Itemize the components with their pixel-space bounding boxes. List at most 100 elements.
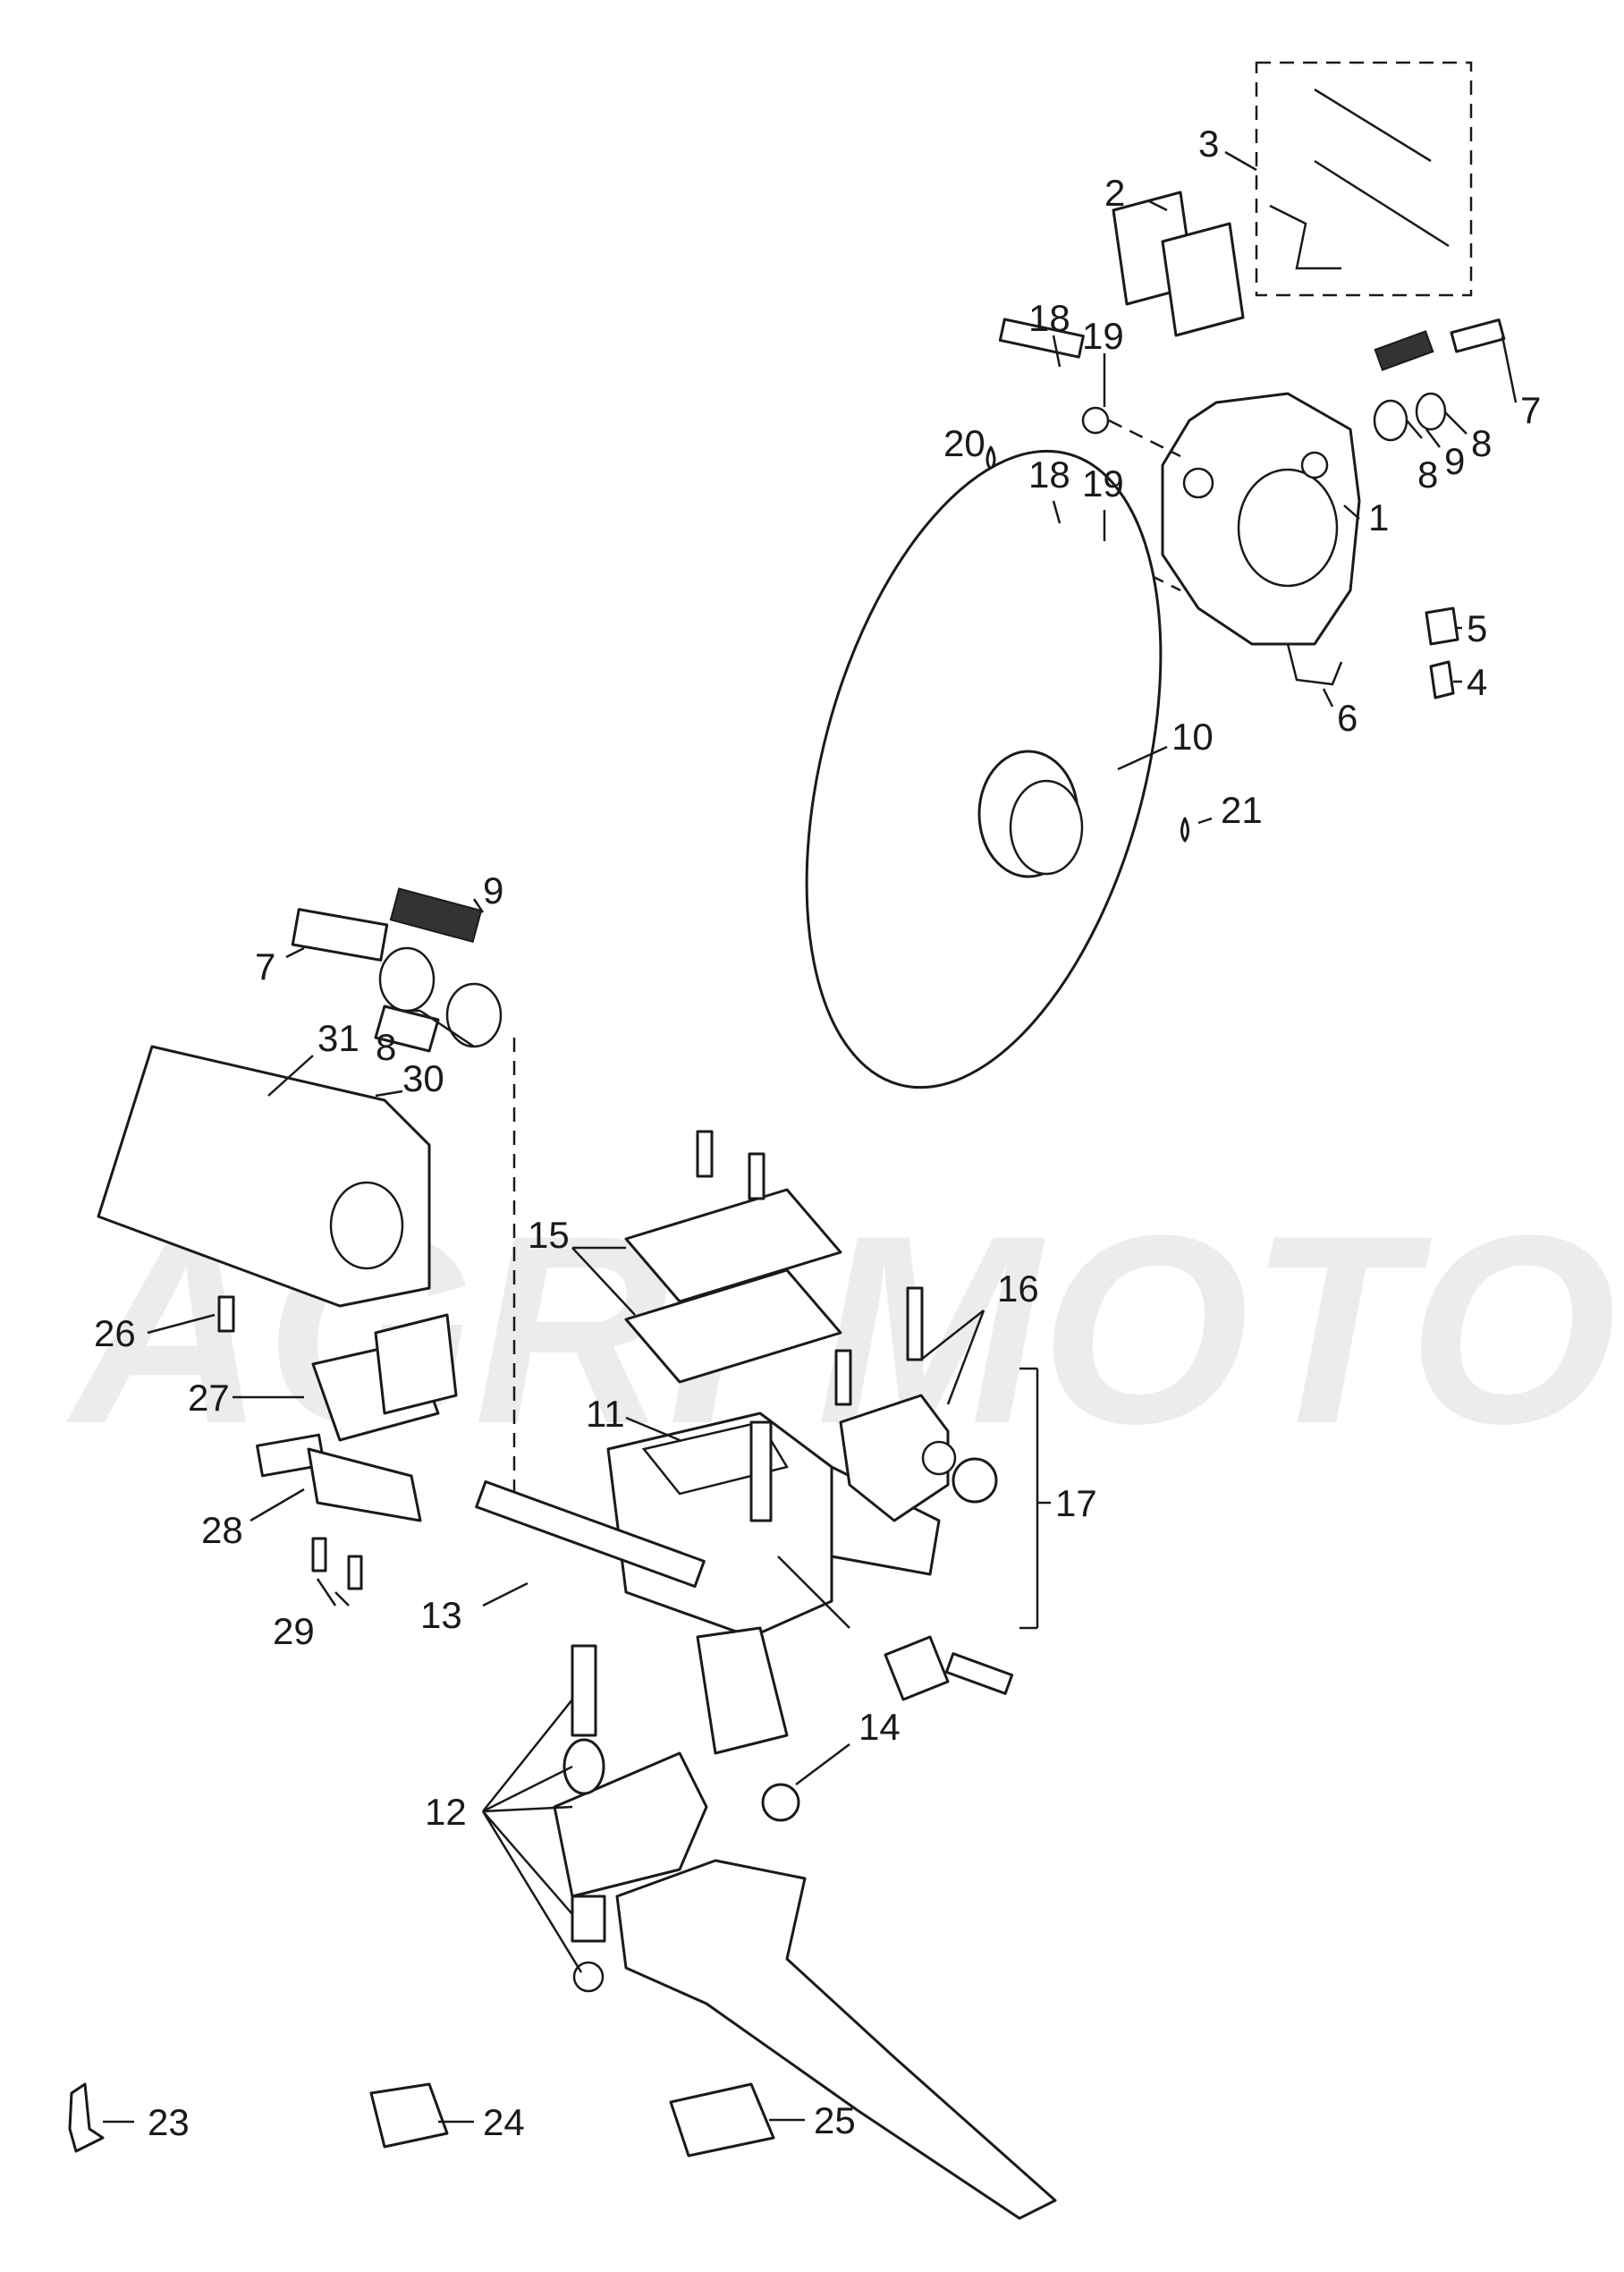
banjo-fitting-right	[1374, 330, 1434, 371]
caliper-bracket	[1286, 643, 1343, 686]
leader-12a	[482, 1699, 573, 1812]
pin-kit-box	[1255, 61, 1473, 297]
crush-washer-left-a	[378, 946, 436, 1013]
pivot-nut	[761, 1783, 800, 1822]
callout-30: 30	[402, 1057, 444, 1099]
callout-13: 13	[420, 1594, 462, 1636]
leader-10	[1117, 745, 1168, 771]
callout-27: 27	[188, 1377, 230, 1419]
leader-7b	[285, 946, 305, 959]
pin-lower	[1314, 159, 1450, 248]
crush-washer-right-a	[1373, 399, 1408, 442]
leader-8a	[1406, 420, 1423, 439]
reservoir-cover	[624, 1130, 842, 1384]
callout-8b: 8	[1471, 422, 1492, 464]
leader-14a	[777, 1556, 850, 1629]
o-ring	[921, 1440, 957, 1476]
brake-pads	[1112, 191, 1245, 337]
switch-housing	[97, 1005, 440, 1308]
washer-upper	[1081, 406, 1110, 435]
leader-15b	[571, 1247, 636, 1316]
leader-16a	[920, 1310, 985, 1361]
set-screw	[217, 1295, 235, 1333]
leader-1	[1343, 504, 1360, 520]
callouts: 1 2 3 4 5 6 7 7 8 8 8 9 9 10 11	[94, 123, 1541, 2143]
callout-14: 14	[859, 1706, 901, 1748]
callout-26: 26	[94, 1312, 136, 1354]
piston-assembly	[475, 1479, 706, 1589]
dust-cap	[884, 1367, 1039, 1701]
callout-17: 17	[1055, 1482, 1097, 1524]
align-line-upper	[1108, 419, 1181, 458]
bleeder-screw	[1429, 660, 1455, 699]
callout-8a: 8	[1417, 454, 1438, 496]
cap-rod	[944, 1652, 1014, 1695]
lever-blade	[615, 1859, 1057, 2220]
leader-28	[250, 1488, 305, 1522]
callout-6: 6	[1337, 697, 1358, 739]
pin-kit-group	[1255, 61, 1473, 297]
leader-12b	[482, 1765, 573, 1813]
callout-24: 24	[483, 2101, 525, 2143]
callout-15: 15	[528, 1214, 570, 1256]
cover-plate	[624, 1188, 842, 1303]
leader-12d	[482, 1810, 573, 1915]
leader-2	[1148, 199, 1168, 212]
handlebar-clamp	[834, 1286, 950, 1522]
small-parts	[68, 2082, 775, 2158]
grease-drop-icon	[1180, 817, 1189, 843]
banjo-fitting-left	[389, 887, 483, 944]
leader-8b	[1443, 411, 1468, 435]
cover-screw-b	[748, 1152, 765, 1200]
lever-adjuster	[553, 1751, 708, 1898]
leader-6	[1322, 688, 1334, 708]
leader-9a	[1425, 428, 1441, 448]
leader-14b	[795, 1743, 850, 1785]
leader-21	[1197, 817, 1213, 825]
callout-5: 5	[1467, 607, 1487, 649]
leader-13	[482, 1581, 529, 1607]
leader-11	[625, 1416, 681, 1442]
callout-9b: 9	[483, 869, 503, 911]
banjo-bolt-left	[291, 908, 389, 962]
connector-four-pin	[669, 2082, 775, 2158]
master-banjo	[291, 887, 516, 1521]
switch-plug	[256, 1433, 326, 1478]
callout-19b: 19	[1082, 462, 1124, 504]
leader-8c-b	[419, 1009, 475, 1048]
lever-bushing	[571, 1895, 606, 1943]
callout-20: 20	[943, 422, 985, 464]
switch-label	[374, 1005, 440, 1053]
crush-washer-left-b	[445, 982, 503, 1048]
leader-31	[267, 1055, 314, 1097]
disc-hub-bore	[1009, 779, 1084, 876]
callout-7b: 7	[255, 945, 275, 988]
connector-two-pin	[369, 2082, 449, 2149]
callout-16: 16	[997, 1267, 1039, 1310]
leader-29a	[334, 1591, 350, 1607]
switch-contacts	[374, 1313, 458, 1415]
bracket-screw-b	[347, 1555, 363, 1590]
cover-gasket	[624, 1268, 842, 1384]
leader-18a	[1052, 335, 1062, 368]
pivot-bolt	[749, 1420, 773, 1522]
lever-pivot-boss	[696, 1626, 789, 1755]
bleeder	[1425, 606, 1459, 699]
callout-4: 4	[1467, 661, 1487, 703]
callout-21: 21	[1221, 789, 1263, 831]
piston-rod	[475, 1479, 706, 1589]
brake-lever	[553, 1644, 1057, 2220]
cover-screw-a	[696, 1130, 714, 1178]
callout-7a: 7	[1520, 389, 1541, 431]
leader-18b	[1052, 500, 1062, 524]
leader-12c	[482, 1805, 573, 1813]
leader-16b	[946, 1310, 985, 1405]
leader-30	[375, 1089, 403, 1098]
caliper-mount-hole	[1182, 467, 1214, 499]
caliper-bolt-upper	[998, 318, 1085, 359]
caliper	[1161, 392, 1361, 686]
bracket-screw-a	[311, 1537, 327, 1573]
caliper-bore	[1237, 468, 1339, 588]
disc-outer	[805, 449, 1163, 1089]
